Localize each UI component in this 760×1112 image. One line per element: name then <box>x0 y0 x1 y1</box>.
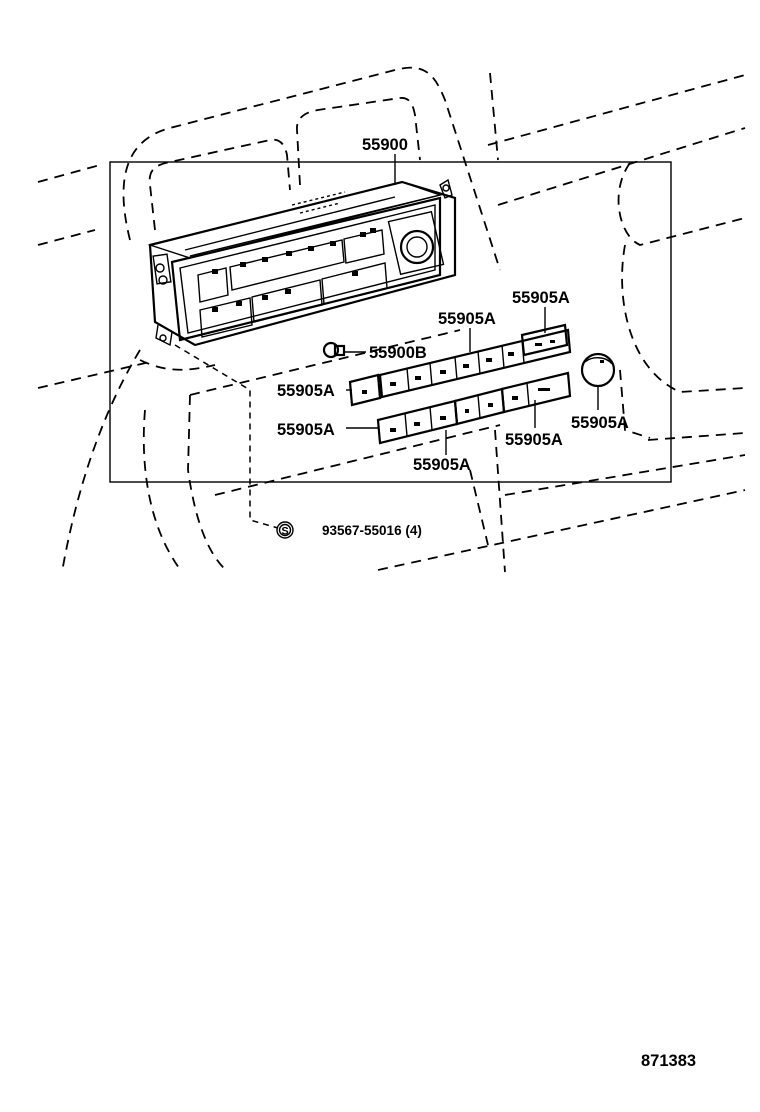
label-55900: 55900 <box>362 136 408 154</box>
reference-frame <box>109 161 672 483</box>
label-55905a-bottom-middle: 55905A <box>413 456 471 474</box>
screw-symbol: S <box>276 521 294 539</box>
climate-control-assembly-drawing <box>147 178 457 347</box>
label-55900b: 55900B <box>369 344 427 362</box>
dial-knob-drawing <box>580 352 616 388</box>
label-55905a-bottom-right: 55905A <box>505 431 563 449</box>
bulb-drawing <box>322 341 366 359</box>
label-55905a-left-upper: 55905A <box>277 382 335 400</box>
screw-part-number: 93567-55016 (4) <box>322 523 422 538</box>
label-55905a-top-middle: 55905A <box>438 310 496 328</box>
button-strip-lower <box>376 371 572 445</box>
button-strip-upper <box>348 323 572 407</box>
label-55905a-dial: 55905A <box>571 414 629 432</box>
leader-lines <box>174 154 599 529</box>
illustration-number: 871383 <box>641 1052 696 1070</box>
screw-symbol-letter: S <box>281 526 288 538</box>
label-55905a-top-right: 55905A <box>512 289 570 307</box>
label-55905a-left-lower: 55905A <box>277 421 335 439</box>
